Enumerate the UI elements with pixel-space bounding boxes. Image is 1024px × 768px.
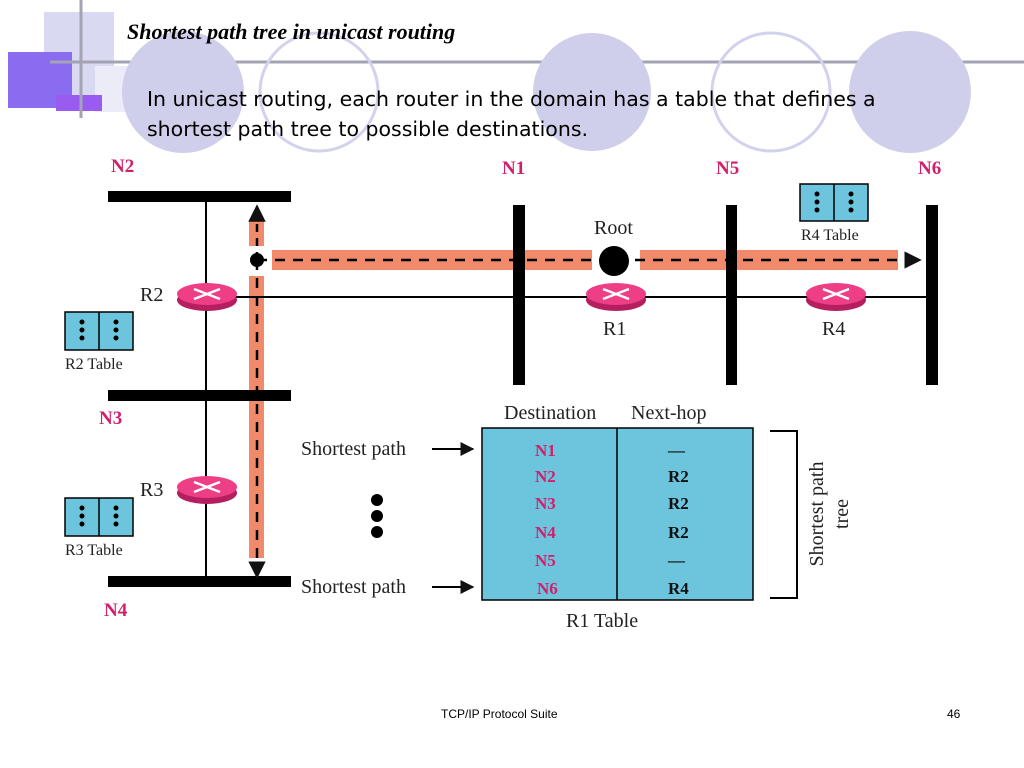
ellipsis-dots: [371, 494, 383, 538]
table-row: N4 R2: [535, 523, 689, 542]
r1-row-1-destination: N1: [535, 441, 556, 460]
r1-row-3-destination: N3: [535, 494, 556, 513]
table-row: N2 R2: [535, 467, 689, 486]
network-n5-label: N5: [716, 158, 739, 179]
network-n1-bar: [513, 205, 525, 385]
r1-table-caption: R1 Table: [566, 610, 638, 632]
slide-title: Shortest path tree in unicast routing: [127, 19, 455, 44]
r1-row-2-destination: N2: [535, 467, 556, 486]
path-highlight-left: [272, 250, 592, 270]
body-text-line-2: shortest path tree to possible destinati…: [147, 117, 588, 141]
r1-row-5-next-hop: —: [667, 551, 686, 570]
network-diagram: Root R2 R1 R4 R3 N2 N1 N5: [64, 156, 941, 632]
network-n4-bar: [108, 576, 291, 587]
router-r4-icon: [806, 283, 866, 311]
r1-row-2-next-hop: R2: [668, 467, 689, 486]
network-n2-label: N2: [111, 156, 134, 177]
r2-table-label: R2 Table: [65, 356, 123, 373]
network-n6-label: N6: [918, 158, 941, 179]
r1-row-5-destination: N5: [535, 551, 556, 570]
table-row: N6 R4: [537, 579, 689, 598]
r4-table-label: R4 Table: [801, 227, 859, 244]
shortest-path-label-bottom: Shortest path: [301, 576, 406, 598]
r3-table-icon: [64, 497, 134, 537]
router-r1-icon: [586, 283, 646, 311]
router-r2-label: R2: [140, 284, 163, 306]
branch-point-dot: [250, 253, 264, 267]
tree-label-line-2: tree: [831, 499, 853, 529]
network-n5-bar: [726, 205, 737, 385]
network-n3-label: N3: [99, 408, 122, 429]
r1-table-header-next-hop: Next-hop: [631, 402, 707, 424]
router-r3-label: R3: [140, 479, 163, 501]
router-r3-icon: [177, 476, 237, 504]
table-row: N5 —: [535, 551, 686, 570]
r1-row-6-next-hop: R4: [668, 579, 689, 598]
network-n1-label: N1: [502, 158, 525, 179]
tree-label-line-1: Shortest path: [806, 462, 828, 567]
root-node: [599, 246, 629, 276]
r1-row-3-next-hop: R2: [668, 494, 689, 513]
footer-text: TCP/IP Protocol Suite: [441, 707, 558, 721]
r1-row-6-destination: N6: [537, 579, 558, 598]
r1-table: Destination Next-hop N1 — N2 R2 N3 R2 N4…: [481, 402, 754, 632]
r4-table-icon: [799, 183, 869, 222]
table-row: N1 —: [535, 441, 686, 460]
network-n4-label: N4: [104, 600, 128, 621]
table-row: N3 R2: [535, 494, 689, 513]
page-number: 46: [947, 707, 961, 721]
path-highlight-top-stub: [249, 220, 264, 246]
router-r2-icon: [177, 283, 237, 311]
shortest-path-label-top: Shortest path: [301, 438, 406, 460]
network-n2-bar: [108, 191, 291, 202]
r3-table-label: R3 Table: [65, 542, 123, 559]
r1-row-4-next-hop: R2: [668, 523, 689, 542]
body-text-line-1: In unicast routing, each router in the d…: [147, 87, 876, 111]
root-label: Root: [594, 217, 633, 239]
router-r4-label: R4: [822, 318, 845, 340]
router-r1-label: R1: [603, 318, 626, 340]
background-decoration: [8, 0, 1024, 153]
network-n6-bar: [926, 205, 938, 385]
path-highlight-vertical: [249, 276, 264, 558]
r1-row-1-next-hop: —: [667, 441, 686, 460]
network-n3-bar: [108, 390, 291, 401]
r1-table-header-destination: Destination: [504, 402, 596, 424]
shortest-path-tree-bracket: [770, 430, 798, 599]
r2-table-icon: [64, 311, 134, 351]
r1-row-4-destination: N4: [535, 523, 556, 542]
